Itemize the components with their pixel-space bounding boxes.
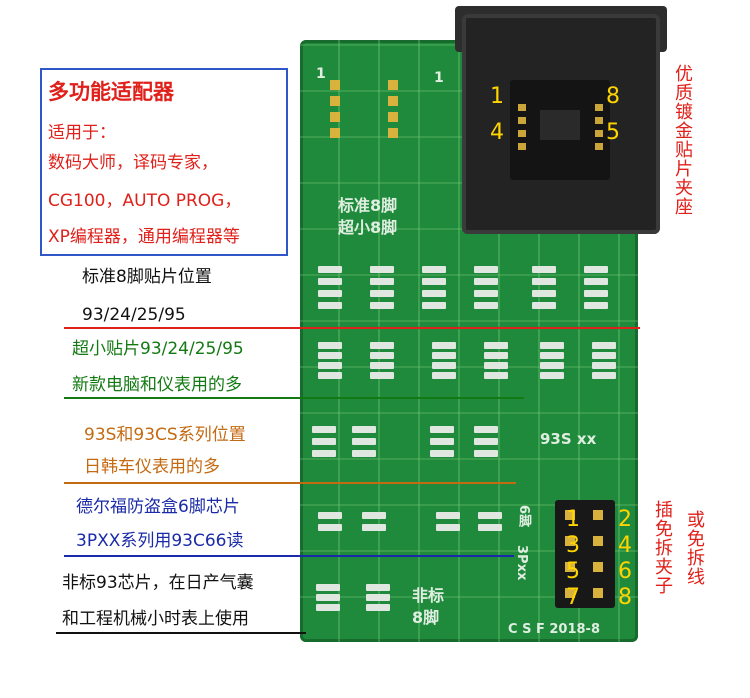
silk-one-a: 1 (316, 66, 326, 82)
silk-std8: 标准8脚 (338, 196, 398, 215)
smd-pads-mini-right (540, 340, 620, 380)
caption-delphi-1: 德尔福防盗盒6脚芯片 (76, 497, 240, 517)
smd-pads-nonstd (316, 582, 406, 622)
header-pin-1: 1 (566, 507, 580, 532)
title-line-1: 数码大师，译码专家， (48, 153, 218, 173)
title-line-3: XP编程器，通用编程器等 (48, 227, 240, 247)
divider-blue (64, 555, 514, 557)
silk-one-b: 1 (434, 70, 444, 86)
header-pin-2: 2 (618, 507, 632, 532)
socket-pin-8: 8 (606, 84, 620, 109)
socket-center (540, 110, 580, 140)
silk-nonstd-b: 8脚 (412, 608, 440, 627)
top-header-pads (330, 80, 400, 140)
silk-mini8: 超小8脚 (338, 218, 398, 237)
caption-93s-2: 日韩车仪表用的多 (84, 457, 220, 477)
title-box (40, 68, 288, 256)
divider-black (56, 632, 306, 634)
header-pin-8: 8 (618, 585, 632, 610)
socket-pin-row-right (595, 100, 603, 150)
caption-std8-2: 93/24/25/95 (82, 305, 186, 325)
header-pin-3: 3 (566, 533, 580, 558)
divider-red (64, 327, 640, 329)
silk-nonstd-a: 非标 (412, 586, 445, 605)
title-line-2: CG100，AUTO PROG， (48, 191, 242, 211)
smd-pads-6pin (318, 510, 508, 540)
silk-3pxx: 3Pxx (514, 545, 529, 581)
header-pin-4: 4 (618, 533, 632, 558)
title-subtitle: 适用于： (48, 123, 116, 143)
silk-93s: 93S xx (540, 430, 597, 448)
caption-nonstd-2: 和工程机械小时表上使用 (62, 609, 249, 629)
divider-orange (64, 482, 516, 484)
smd-pads-93s (312, 424, 512, 464)
caption-delphi-2: 3PXX系列用93C66读 (76, 531, 244, 551)
divider-green (64, 397, 524, 399)
caption-93s-1: 93S和93CS系列位置 (84, 425, 246, 445)
label-clip-b: 或免拆线 (684, 510, 705, 586)
smd-pads-std8-left (318, 262, 398, 312)
title-text: 多功能适配器 (48, 80, 174, 104)
socket-pin-1: 1 (490, 84, 504, 109)
caption-nonstd-1: 非标93芯片，在日产气囊 (62, 573, 254, 593)
pin-header-2x4 (555, 500, 615, 608)
socket-pin-5: 5 (606, 120, 620, 145)
caption-std8-1: 标准8脚贴片位置 (82, 267, 212, 287)
smd-pads-std8-right (532, 262, 612, 312)
header-pin-6: 6 (618, 559, 632, 584)
smd-pads-std8-mid (422, 262, 502, 312)
caption-mini-2: 新款电脑和仪表用的多 (72, 375, 242, 395)
silk-footer: C S F 2018-8 (508, 622, 600, 637)
label-clip-a: 插免拆夹子 (652, 500, 673, 595)
header-pin-7: 7 (566, 585, 580, 610)
smd-pads-mini-left (318, 340, 398, 380)
socket-pin-4: 4 (490, 120, 504, 145)
label-socket: 优质镀金贴片夹座 (672, 64, 693, 216)
smd-pads-mini-mid (432, 340, 512, 380)
socket-pin-row-left (518, 100, 526, 150)
caption-mini-1: 超小贴片93/24/25/95 (72, 339, 244, 359)
silk-six-pin: 6脚 (516, 505, 531, 528)
header-pin-5: 5 (566, 559, 580, 584)
